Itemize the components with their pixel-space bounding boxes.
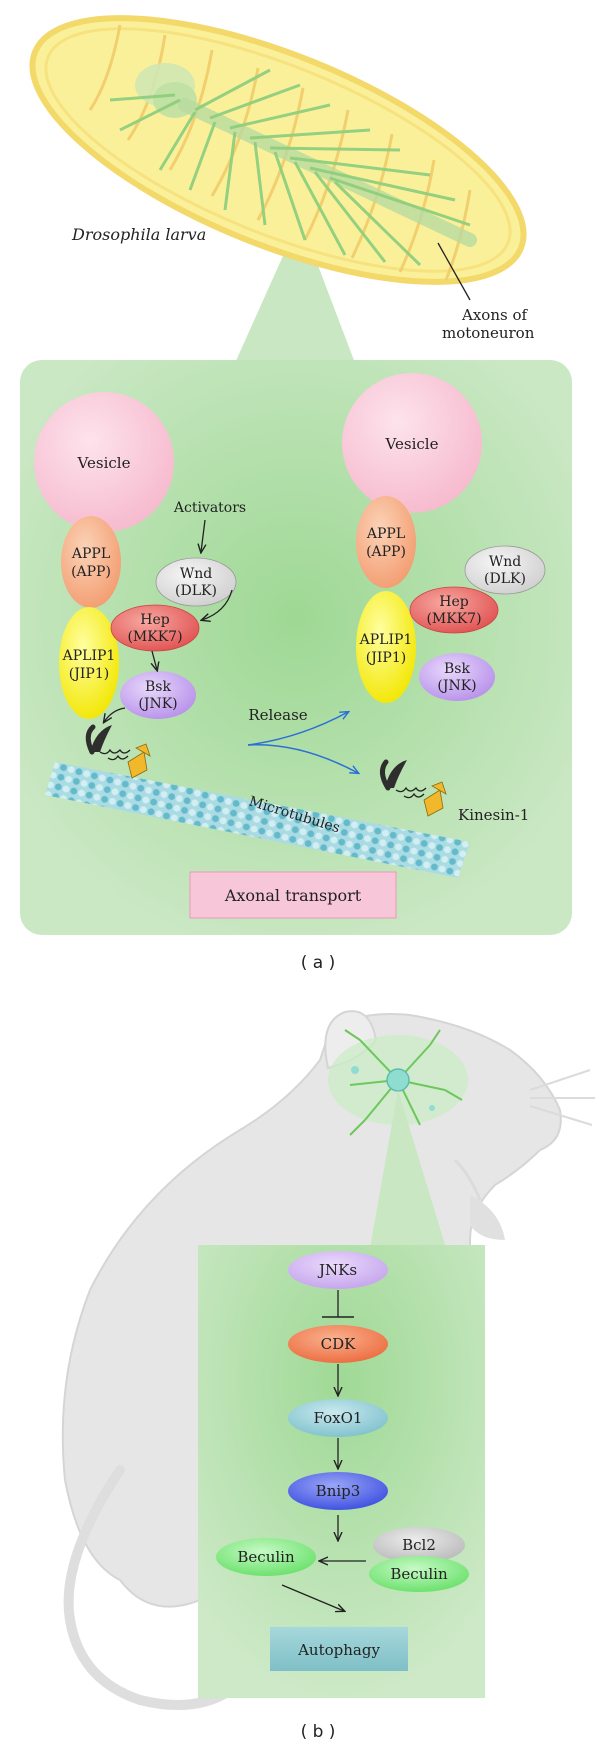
bnip3-label: Bnip3 bbox=[316, 1482, 361, 1500]
panel-a: Drosophila larva Axons of motoneuron Mic… bbox=[20, 15, 572, 973]
left-complex: Vesicle APPL (APP) APLIP1 (JIP1) Wnd (DL… bbox=[34, 392, 246, 779]
wnd-left-label-2: (DLK) bbox=[175, 583, 217, 599]
callout-wedge-a bbox=[235, 218, 355, 363]
vesicle-left bbox=[34, 392, 174, 532]
beculin-bound-label: Beculin bbox=[390, 1565, 448, 1583]
axonal-transport-box bbox=[189, 871, 397, 919]
bcl2-label: Bcl2 bbox=[402, 1536, 436, 1554]
bsk-right bbox=[419, 653, 495, 701]
panel-b-background bbox=[198, 1245, 485, 1698]
cdk-label: CDK bbox=[321, 1335, 357, 1353]
bsk-left-label-1: Bsk bbox=[145, 679, 171, 695]
vesicle-right-label: Vesicle bbox=[385, 435, 439, 453]
axonal-transport-label: Axonal transport bbox=[224, 886, 362, 905]
axons-label-line1: Axons of bbox=[461, 306, 528, 324]
appl-left bbox=[61, 516, 121, 608]
right-complex: Vesicle APPL (APP) APLIP1 (JIP1) Wnd (DL… bbox=[342, 373, 546, 703]
callout-wedge-b bbox=[370, 1090, 446, 1248]
aplip1-left-label-1: APLIP1 bbox=[62, 648, 116, 664]
wnd-right-label-2: (DLK) bbox=[484, 571, 526, 587]
neuron-illustration bbox=[328, 1029, 468, 1136]
hep-left-label-2: (MKK7) bbox=[127, 629, 182, 645]
wnd-left-label-1: Wnd bbox=[180, 566, 212, 582]
aplip1-left bbox=[59, 607, 119, 719]
beculin-free-node bbox=[216, 1538, 316, 1576]
hep-right bbox=[409, 586, 499, 634]
appl-right-label-2: (APP) bbox=[366, 544, 406, 560]
kinesin-right bbox=[380, 759, 447, 817]
aplip1-left-label-2: (JIP1) bbox=[69, 666, 109, 682]
autophagy-label: Autophagy bbox=[297, 1641, 380, 1659]
beculin-free-label: Beculin bbox=[237, 1548, 295, 1566]
kinesin-label: Kinesin-1 bbox=[458, 806, 529, 824]
wnd-left bbox=[155, 557, 237, 607]
panel-b: JNKs CDK FoxO1 Bnip3 Beculin Bcl2 Beculi… bbox=[61, 1010, 595, 1742]
release-label: Release bbox=[248, 706, 307, 724]
cdk-node bbox=[288, 1325, 388, 1363]
aplip1-right bbox=[356, 591, 416, 703]
panel-a-caption: ( a ) bbox=[301, 953, 336, 973]
hep-right-label-2: (MKK7) bbox=[426, 611, 481, 627]
wnd-right bbox=[464, 545, 546, 595]
appl-left-label-2: (APP) bbox=[71, 564, 111, 580]
wnd-right-label-1: Wnd bbox=[489, 554, 521, 570]
foxo1-node bbox=[288, 1399, 388, 1437]
appl-left-label-1: APPL bbox=[71, 546, 110, 562]
hep-right-label-1: Hep bbox=[439, 594, 468, 610]
microtubules bbox=[45, 762, 470, 878]
appl-right bbox=[356, 496, 416, 588]
autophagy-box bbox=[270, 1627, 408, 1671]
jnks-label: JNKs bbox=[317, 1261, 357, 1279]
aplip1-right-label-2: (JIP1) bbox=[366, 650, 406, 666]
panel-b-caption: ( b ) bbox=[301, 1722, 336, 1742]
jnks-node bbox=[288, 1251, 388, 1289]
vesicle-right bbox=[342, 373, 482, 513]
bsk-right-label-2: (JNK) bbox=[437, 678, 476, 694]
bsk-left-label-2: (JNK) bbox=[138, 696, 177, 712]
organism-label: Drosophila larva bbox=[71, 225, 206, 244]
axons-label-line2: motoneuron bbox=[442, 324, 535, 342]
bnip3-node bbox=[288, 1472, 388, 1510]
bcl2-node bbox=[373, 1527, 465, 1563]
drosophila-larva-illustration bbox=[29, 15, 527, 301]
hep-left-label-1: Hep bbox=[140, 612, 169, 628]
activators-label: Activators bbox=[173, 500, 246, 516]
bsk-left bbox=[120, 671, 196, 719]
kinesin-left bbox=[85, 724, 151, 779]
appl-right-label-1: APPL bbox=[366, 526, 405, 542]
beculin-bound-node bbox=[369, 1556, 469, 1592]
aplip1-right-label-1: APLIP1 bbox=[359, 632, 413, 648]
foxo1-label: FoxO1 bbox=[314, 1409, 363, 1427]
vesicle-left-label: Vesicle bbox=[77, 454, 131, 472]
bsk-right-label-1: Bsk bbox=[444, 661, 470, 677]
hep-left bbox=[110, 604, 200, 652]
